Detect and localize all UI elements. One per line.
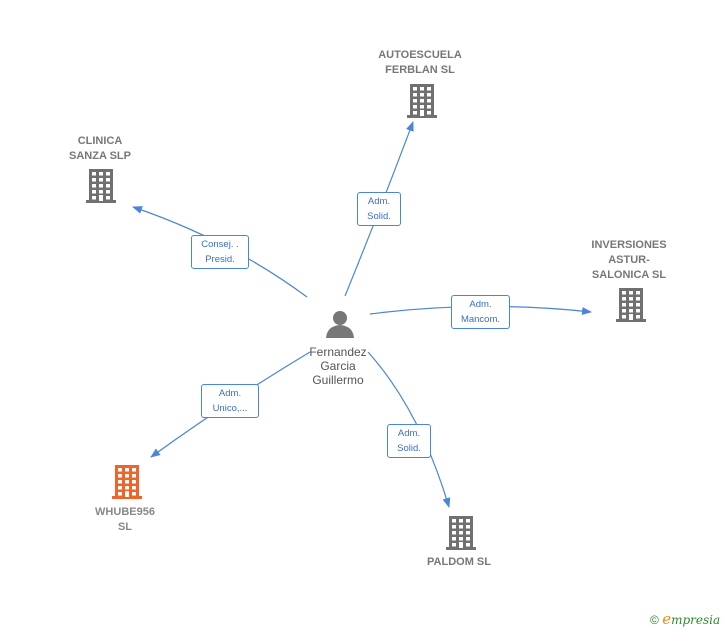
building-icon[interactable] (407, 84, 437, 118)
building-icon[interactable] (86, 169, 116, 203)
brand-logo: empresia (662, 610, 721, 628)
edge-paldom (367, 351, 451, 508)
person-label[interactable]: Fernandez Garcia Guillermo (309, 345, 367, 387)
building-icon[interactable] (446, 516, 476, 550)
company-label-whube[interactable]: WHUBE956 SL (95, 506, 155, 533)
company-label-clinica[interactable]: CLINICA SANZA SLP (69, 135, 131, 162)
person-icon[interactable] (326, 311, 354, 338)
copyright-symbol: © (650, 613, 659, 627)
edge-label-whube: Adm. Unico,... (201, 384, 259, 418)
footer-brand[interactable]: © empresia (650, 610, 720, 628)
company-label-autoescuela[interactable]: AUTOESCUELA FERBLAN SL (378, 49, 462, 76)
company-label-paldom[interactable]: PALDOM SL (427, 556, 491, 568)
edge-label-clinica: Consej. . Presid. (191, 235, 249, 269)
edge-label-paldom: Adm. Solid. (387, 424, 431, 458)
company-label-inversiones[interactable]: INVERSIONES ASTUR- SALONICA SL (591, 239, 667, 281)
building-icon[interactable] (616, 288, 646, 322)
building-icon[interactable] (112, 465, 142, 499)
edge-label-inversiones: Adm. Mancom. (451, 295, 510, 329)
edge-label-autoescuela: Adm. Solid. (357, 192, 401, 226)
